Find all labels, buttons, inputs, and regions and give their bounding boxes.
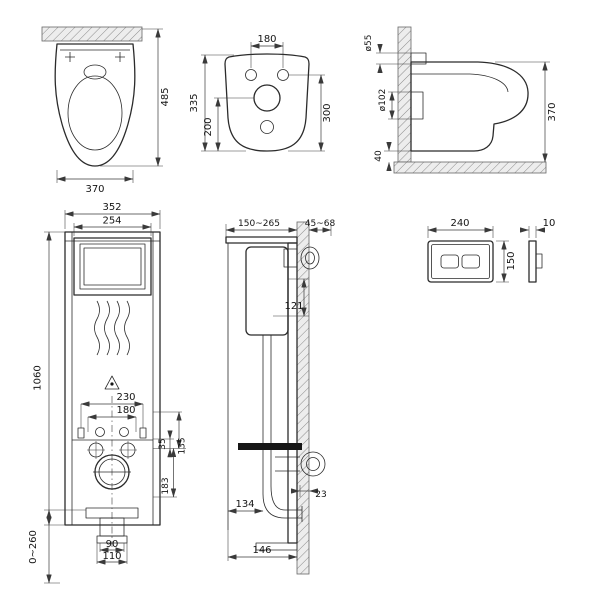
- access-panel: [79, 243, 146, 290]
- wall-section: [296, 221, 310, 575]
- dim-side-floor-gap: 40: [374, 150, 384, 162]
- dim-depth-range: 150~265: [238, 219, 280, 229]
- dim-rear-height-drain: 200: [203, 117, 214, 136]
- dim-side-height: 370: [547, 102, 558, 121]
- inlet-valve: [283, 248, 298, 268]
- plate-dimensions: 240 150 10: [427, 218, 556, 283]
- dim-frame-width: 352: [102, 202, 121, 213]
- bowl-profile: [410, 61, 529, 152]
- frame-side-dimensions: 150~265 45~68 121 23 134 146: [225, 219, 336, 561]
- dim-plate-width: 240: [450, 218, 469, 229]
- mount-cross-marks: [65, 52, 125, 62]
- dim-146: 146: [252, 545, 271, 556]
- side-dimensions: ø55 ø102 370 40: [364, 35, 558, 172]
- toilet-rear-view: 180 335 200 300: [189, 34, 333, 152]
- frame-outline: [64, 231, 161, 526]
- frame-rail: [287, 242, 298, 544]
- top-rail: [225, 236, 298, 244]
- toilet-side-view: ø55 ø102 370 40: [364, 26, 558, 174]
- dim-leg-range: 0~260: [28, 530, 39, 564]
- flush-pipe-stub: [410, 52, 427, 65]
- cistern: [73, 237, 152, 296]
- dim-rod-spacing: 230: [116, 392, 135, 403]
- connection-flanges: [87, 441, 137, 459]
- rear-outline: [224, 53, 310, 152]
- dim-base-width: 110: [102, 551, 121, 562]
- dim-plan-width: 370: [85, 184, 104, 195]
- dim-plan-depth: 485: [160, 87, 171, 106]
- bolt-hole-right: [277, 69, 289, 81]
- fixing-hole: [260, 120, 274, 134]
- foot-plate: [255, 542, 298, 551]
- cistern-side: [245, 246, 289, 336]
- mounting-clip: [536, 253, 543, 269]
- seat-opening: [67, 75, 123, 151]
- dim-plate-thickness: 10: [543, 218, 556, 229]
- toilet-top-view: 485 370: [41, 26, 171, 195]
- hose-squiggles: [94, 300, 130, 356]
- frame-front-view: 352 254 1060 0~260 230 180 35 135 183 90…: [28, 202, 188, 584]
- dim-frame-inner-width: 254: [102, 216, 121, 227]
- frame-side-view: 150~265 45~68 121 23 134 146: [225, 219, 336, 575]
- wall-section: [41, 26, 143, 42]
- dim-pipe-spacing: 180: [116, 405, 135, 416]
- sound-insulation-pad: [238, 443, 302, 450]
- dim-134: 134: [235, 499, 254, 510]
- dim-side-drain-pipe: ø102: [378, 89, 388, 112]
- foot-base: [96, 535, 128, 544]
- anchor-rod-right: [139, 427, 147, 439]
- dim-135: 135: [178, 437, 188, 454]
- bolt-hole-left: [245, 69, 257, 81]
- frame-front-dimensions: 352 254 1060 0~260 230 180 35 135 183 90…: [28, 202, 188, 584]
- dim-rear-height-total: 335: [189, 93, 200, 112]
- flush-plate-side: [528, 240, 537, 283]
- flush-button-large: [461, 254, 480, 269]
- dim-183: 183: [161, 477, 171, 494]
- inlet-fitting: [300, 246, 320, 270]
- drain-pipe-stub: [410, 91, 424, 120]
- dim-foot-width: 90: [106, 539, 119, 550]
- flush-opening: [83, 64, 107, 80]
- anchor-rod-left: [77, 427, 85, 439]
- plan-dimensions: 485 370: [56, 28, 171, 195]
- dim-frame-height: 1060: [33, 365, 44, 390]
- drain-connector: [300, 451, 326, 477]
- drain-hole: [253, 84, 281, 112]
- dim-plate-height: 150: [506, 251, 517, 270]
- dim-side-flush-pipe: ø55: [364, 35, 374, 52]
- flush-button-small: [440, 254, 459, 269]
- dim-rear-height-holes: 300: [322, 103, 333, 122]
- flush-plate-view: 240 150 10: [427, 218, 556, 283]
- dim-plate-range: 45~68: [305, 219, 336, 229]
- wall-section: [397, 26, 412, 163]
- brand-logo-mark: [104, 375, 120, 390]
- floor-section: [393, 161, 547, 174]
- drain-elbow: [262, 457, 303, 522]
- rear-dimensions: 180 335 200 300: [189, 34, 333, 152]
- bowl-outline: [54, 43, 136, 167]
- dim-35: 35: [158, 438, 168, 449]
- dim-rear-hole-spacing: 180: [257, 34, 276, 45]
- flush-plate: [427, 240, 494, 283]
- dim-121: 121: [284, 301, 303, 312]
- dim-23: 23: [315, 490, 326, 500]
